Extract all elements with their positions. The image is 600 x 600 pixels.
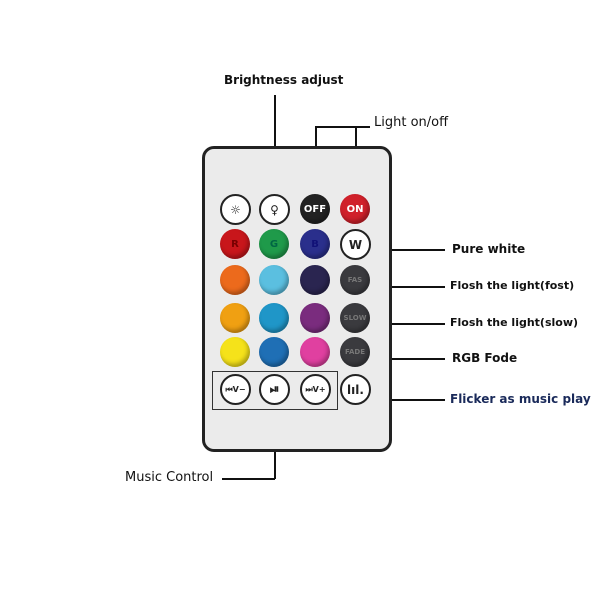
color-3-0-button[interactable] — [220, 303, 250, 333]
r-button[interactable]: R — [220, 229, 250, 259]
leader-line — [222, 478, 275, 480]
label-flash-fast: Flosh the light(fost) — [450, 279, 575, 292]
prev-button[interactable]: ⏮V− — [220, 374, 251, 405]
next-button[interactable]: ⏭V+ — [300, 374, 331, 405]
color-2-2-button[interactable] — [300, 265, 330, 295]
color-2-1-button[interactable] — [259, 265, 289, 295]
music-button[interactable]: lıl. — [340, 374, 371, 405]
leader-line — [370, 358, 445, 360]
leader-line — [370, 286, 445, 288]
play-button[interactable]: ⏯ — [259, 374, 290, 405]
leader-line — [370, 399, 445, 401]
label-light-onoff: Light on/off — [374, 115, 449, 130]
color-3-1-button[interactable] — [259, 303, 289, 333]
color-2-0-button[interactable] — [220, 265, 250, 295]
fast-button[interactable]: FAS — [340, 265, 370, 295]
bright-up-button[interactable]: ♀ — [259, 194, 290, 225]
b-button[interactable]: B — [300, 229, 330, 259]
w-button[interactable]: W — [340, 229, 371, 260]
label-flicker: Flicker as music play — [450, 392, 591, 406]
label-pure-white: Pure white — [452, 242, 526, 256]
label-rgb-fade: RGB Fode — [452, 351, 518, 365]
leader-line — [274, 95, 276, 195]
bright-down-button[interactable]: ☼ — [220, 194, 251, 225]
label-brightness: Brightness adjust — [224, 73, 344, 87]
leader-line — [370, 323, 445, 325]
g-button[interactable]: G — [259, 229, 289, 259]
slow-button[interactable]: SLOW — [340, 303, 370, 333]
color-4-1-button[interactable] — [259, 337, 289, 367]
label-music-control: Music Control — [125, 470, 214, 485]
color-4-0-button[interactable] — [220, 337, 250, 367]
color-4-2-button[interactable] — [300, 337, 330, 367]
label-flash-slow: Flosh the light(slow) — [450, 316, 579, 329]
fade-button[interactable]: FADE — [340, 337, 370, 367]
music-control-box — [212, 371, 338, 410]
leader-line — [370, 249, 445, 251]
off-button[interactable]: OFF — [300, 194, 330, 224]
leader-line — [315, 126, 370, 128]
on-button[interactable]: ON — [340, 194, 370, 224]
color-3-2-button[interactable] — [300, 303, 330, 333]
